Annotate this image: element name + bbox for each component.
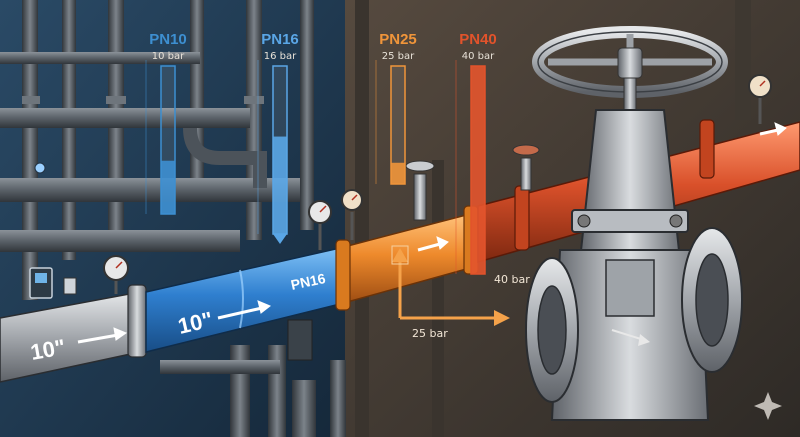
gauge-rating-pn40: 40 bar xyxy=(462,51,495,62)
pressure-gauge-icon xyxy=(748,74,772,124)
gauge-fill-pn16 xyxy=(273,136,287,234)
gauge-rating-pn10: 10 bar xyxy=(152,51,185,62)
gauge-fill-pn25 xyxy=(391,162,405,184)
pressure-class-gauges: PN10 10 bar PN16 16 bar PN25 25 bar PN40 40 bar xyxy=(145,31,497,275)
gauge-label-pn40: PN40 xyxy=(459,31,497,48)
gauge-label-pn10: PN10 xyxy=(149,31,187,48)
grey-pipe-size-label: 10" xyxy=(29,334,68,365)
valve-icon xyxy=(405,160,435,221)
blue-pipe-class-label: PN16 xyxy=(289,270,327,293)
pressure-transmitter-icon xyxy=(29,162,77,299)
pn25-marker xyxy=(391,245,510,326)
gauge-rating-pn16: 16 bar xyxy=(264,51,297,62)
valve-icon xyxy=(525,26,743,421)
gauge-rating-pn25: 25 bar xyxy=(382,51,415,62)
pressure-gauge-icon xyxy=(341,189,363,240)
gauge-label-pn25: PN25 xyxy=(379,31,417,48)
gauge-fill-pn40 xyxy=(471,66,485,274)
grey-pipe xyxy=(0,284,147,383)
gauge-fill-pn10 xyxy=(161,160,175,214)
pressure-gauge-icon xyxy=(103,255,129,294)
valve-icon xyxy=(512,144,540,191)
flow-arrow-grey xyxy=(77,333,119,344)
sparkle-icon xyxy=(754,392,782,420)
pn25-marker-label: 25 bar xyxy=(412,327,448,340)
pn40-marker-label: 40 bar xyxy=(494,273,530,286)
gauge-pointer-arrow xyxy=(273,234,287,244)
flow-arrow-red xyxy=(759,128,779,136)
gauge-label-pn16: PN16 xyxy=(261,31,299,48)
flow-arrows xyxy=(77,122,787,344)
pressure-gauge-icon xyxy=(308,200,332,250)
flow-arrow-blue xyxy=(217,306,263,320)
flow-arrow-orange xyxy=(417,242,441,252)
